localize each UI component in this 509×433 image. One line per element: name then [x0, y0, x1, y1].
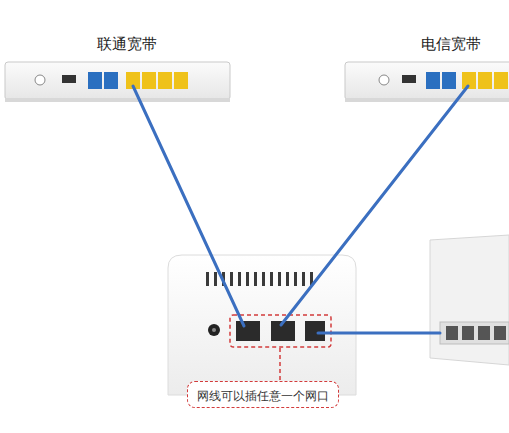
callout-box: 网线可以插任意一个网口	[187, 381, 339, 408]
modem-node: 电信宽带	[396, 34, 506, 54]
callout-text: 网线可以插任意一个网口	[197, 388, 329, 404]
device-label: 联通宽带	[14, 34, 239, 54]
modem-node: 联通宽带	[14, 34, 239, 54]
router	[168, 255, 356, 395]
modem-right	[345, 62, 509, 102]
modem-left	[5, 62, 230, 102]
switch	[430, 235, 509, 365]
network-cable	[133, 86, 468, 333]
device-label: 电信宽带	[396, 34, 506, 54]
